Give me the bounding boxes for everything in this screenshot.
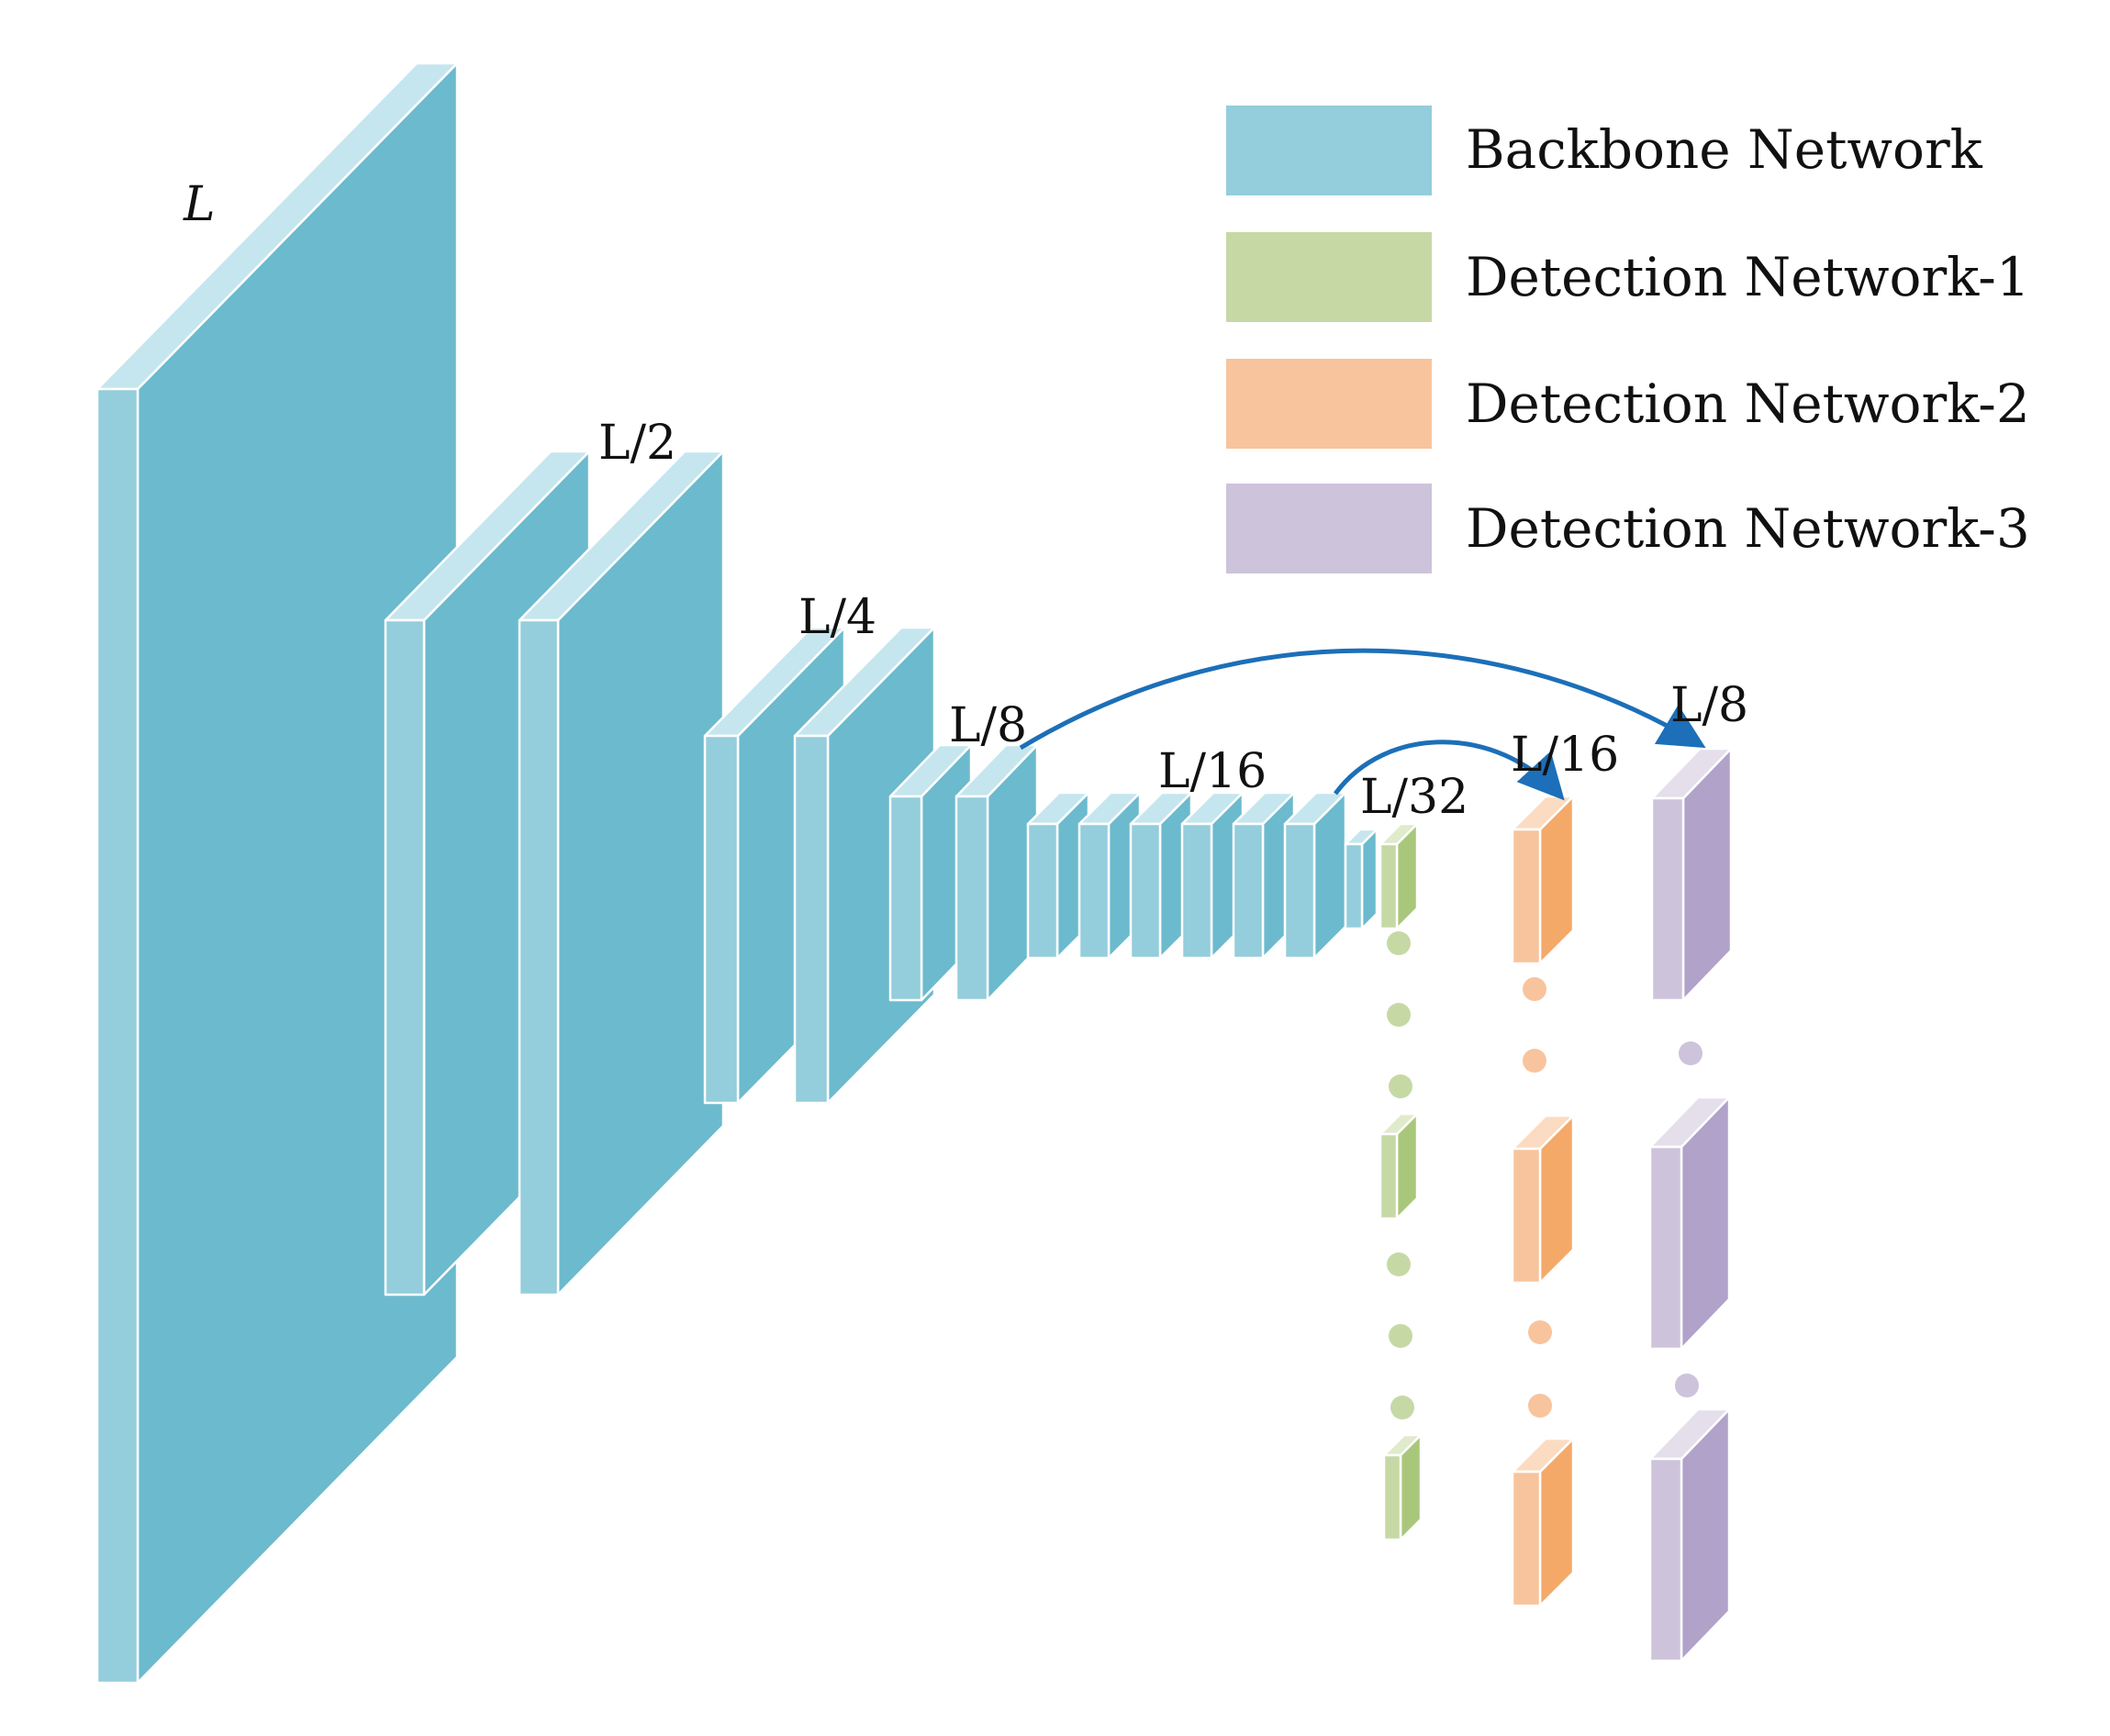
label-l32: L/32 — [1360, 770, 1468, 825]
continuation-dot-4 — [1387, 1252, 1411, 1276]
skip-arrow-l8 — [1019, 648, 1706, 751]
layer-block-3 — [518, 450, 725, 1296]
legend-swatch-backbone — [1226, 106, 1432, 195]
block-front-face — [384, 618, 426, 1296]
block-front-face — [1180, 822, 1213, 960]
block-side-face — [1360, 828, 1379, 930]
block-front-face — [1648, 1457, 1683, 1663]
block-front-face — [1511, 828, 1542, 965]
block-front-face — [1283, 822, 1316, 960]
continuation-dot-3 — [1389, 1074, 1412, 1098]
block-front-face — [1077, 822, 1111, 960]
layer-block-21 — [1650, 747, 1733, 1002]
block-front-face — [95, 387, 140, 1685]
continuation-dots — [1387, 931, 1703, 1419]
block-front-face — [955, 795, 989, 1002]
label-l4: L/4 — [798, 590, 876, 645]
continuation-dot-12 — [1675, 1374, 1699, 1397]
legend-label-det1: Detection Network-1 — [1466, 246, 2030, 308]
skip-connections — [1019, 648, 1706, 801]
layer-block-7 — [955, 743, 1039, 1002]
legend-swatch-det1 — [1226, 232, 1432, 322]
legend: Backbone Network Detection Network-1 Det… — [1226, 106, 2030, 573]
layer-blocks — [95, 61, 1733, 1685]
block-front-face — [1648, 1145, 1683, 1351]
layer-block-1 — [95, 61, 459, 1685]
block-front-face — [1379, 842, 1399, 930]
label-det2-l16: L/16 — [1511, 728, 1619, 783]
continuation-dot-11 — [1679, 1041, 1703, 1065]
block-front-face — [1026, 822, 1059, 960]
legend-swatch-det2 — [1226, 359, 1432, 449]
layer-block-23 — [1648, 1408, 1731, 1663]
block-front-face — [793, 734, 830, 1105]
legend-label-det3: Detection Network-3 — [1466, 497, 2030, 560]
continuation-dot-1 — [1387, 931, 1411, 955]
continuation-dot-6 — [1390, 1396, 1414, 1419]
block-front-face — [1511, 1147, 1542, 1285]
label-det3-l8: L/8 — [1670, 678, 1748, 733]
layer-block-13 — [1283, 791, 1347, 960]
label-l: L — [183, 177, 216, 232]
block-front-face — [1379, 1132, 1399, 1220]
layer-block-19 — [1511, 1114, 1575, 1285]
layer-block-18 — [1511, 795, 1575, 965]
legend-swatch-det3 — [1226, 484, 1432, 573]
block-front-face — [1650, 796, 1685, 1002]
skip-arrow-l16 — [1333, 740, 1565, 801]
label-l16: L/16 — [1158, 744, 1267, 799]
block-front-face — [1232, 822, 1265, 960]
block-front-face — [888, 795, 923, 1002]
legend-label-backbone: Backbone Network — [1466, 118, 1983, 181]
scale-labels: L L/2 L/4 L/8 L/16 L/32 L/16 L/8 — [183, 177, 1748, 825]
layer-block-20 — [1511, 1437, 1575, 1608]
continuation-dot-7 — [1523, 977, 1546, 1001]
continuation-dot-8 — [1523, 1049, 1546, 1073]
continuation-dot-10 — [1528, 1394, 1552, 1418]
layer-block-17 — [1382, 1433, 1423, 1541]
continuation-dot-9 — [1528, 1320, 1552, 1344]
continuation-dot-2 — [1387, 1003, 1411, 1027]
label-l8: L/8 — [949, 698, 1027, 753]
block-front-face — [1382, 1453, 1402, 1541]
block-front-face — [1511, 1470, 1542, 1608]
continuation-dot-5 — [1389, 1324, 1412, 1348]
label-l2: L/2 — [598, 416, 676, 471]
layer-block-14 — [1344, 828, 1379, 930]
layer-block-15 — [1379, 822, 1419, 930]
layer-block-22 — [1648, 1096, 1731, 1351]
block-front-face — [1344, 842, 1364, 930]
block-front-face — [1129, 822, 1162, 960]
layer-block-16 — [1379, 1112, 1419, 1220]
legend-label-det2: Detection Network-2 — [1466, 373, 2030, 435]
block-front-face — [703, 734, 740, 1105]
block-front-face — [518, 618, 560, 1296]
